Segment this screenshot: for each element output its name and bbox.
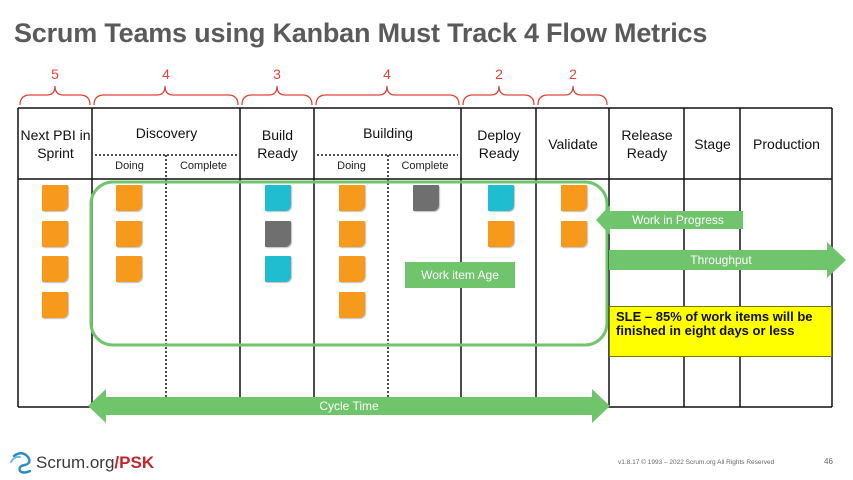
column-header-next-pbi: Next PBI in Sprint (20, 127, 91, 161)
subcolumn-discovery-complete: Complete (179, 160, 228, 172)
work-item-card[interactable] (339, 185, 365, 211)
right-arrow-icon (609, 242, 846, 278)
work-item-card[interactable] (413, 185, 439, 211)
scrum-org-logo-icon (10, 452, 32, 474)
wip-limit-building: 4 (383, 66, 391, 82)
wip-limit-deploy-ready: 2 (495, 66, 503, 82)
copyright-text: v1.8.17 © 1993 – 2022 Scrum.org All Righ… (618, 459, 775, 466)
work-item-card[interactable] (339, 256, 365, 282)
subcolumn-building-doing: Doing (337, 160, 366, 172)
work-item-card[interactable] (42, 185, 68, 211)
column-header-stage: Stage (694, 136, 731, 152)
work-in-progress-label: Work in Progress (632, 213, 724, 227)
work-item-card[interactable] (116, 221, 142, 247)
work-item-card[interactable] (488, 221, 514, 247)
work-item-card[interactable] (42, 292, 68, 318)
column-header-build-ready: Build Ready (257, 127, 298, 161)
double-arrow-icon (88, 389, 610, 423)
work-item-card[interactable] (339, 292, 365, 318)
work-item-card[interactable] (561, 221, 587, 247)
column-header-discovery: Discovery (135, 125, 198, 141)
work-item-card[interactable] (265, 221, 291, 247)
work-item-card[interactable] (561, 185, 587, 211)
throughput-label: Throughput (690, 253, 752, 267)
work-item-card[interactable] (488, 185, 514, 211)
footer-logo[interactable]: Scrum.org/PSK (36, 453, 154, 473)
work-item-card[interactable] (42, 256, 68, 282)
sle-callout: SLE – 85% of work items will be finished… (609, 306, 832, 357)
slide-title: Scrum Teams using Kanban Must Track 4 Fl… (14, 18, 708, 48)
wip-limit-discovery: 4 (162, 66, 170, 82)
left-arrow-icon (596, 205, 743, 235)
footer-logo-suffix: /PSK (114, 453, 155, 472)
cycle-time-label: Cycle Time (319, 399, 379, 413)
subcolumn-discovery-doing: Doing (115, 160, 144, 172)
column-header-release-ready: Release Ready (621, 127, 673, 161)
work-item-card[interactable] (265, 185, 291, 211)
page-number: 46 (824, 457, 833, 466)
work-item-card[interactable] (42, 221, 68, 247)
wip-limit-build-ready: 3 (273, 66, 281, 82)
subcolumn-building-complete: Complete (401, 160, 449, 172)
wip-limit-validate: 2 (569, 66, 577, 82)
column-header-deploy-ready: Deploy Ready (477, 127, 521, 161)
column-header-production: Production (753, 136, 820, 152)
column-header-validate: Validate (548, 136, 598, 152)
column-header-building: Building (363, 125, 413, 141)
wip-limit-next-pbi: 5 (51, 66, 59, 82)
work-item-card[interactable] (265, 256, 291, 282)
footer-logo-text: Scrum.org (36, 453, 115, 472)
work-item-age-label: Work item Age (405, 262, 515, 288)
work-item-card[interactable] (339, 221, 365, 247)
work-item-card[interactable] (116, 256, 142, 282)
work-item-card[interactable] (116, 185, 142, 211)
